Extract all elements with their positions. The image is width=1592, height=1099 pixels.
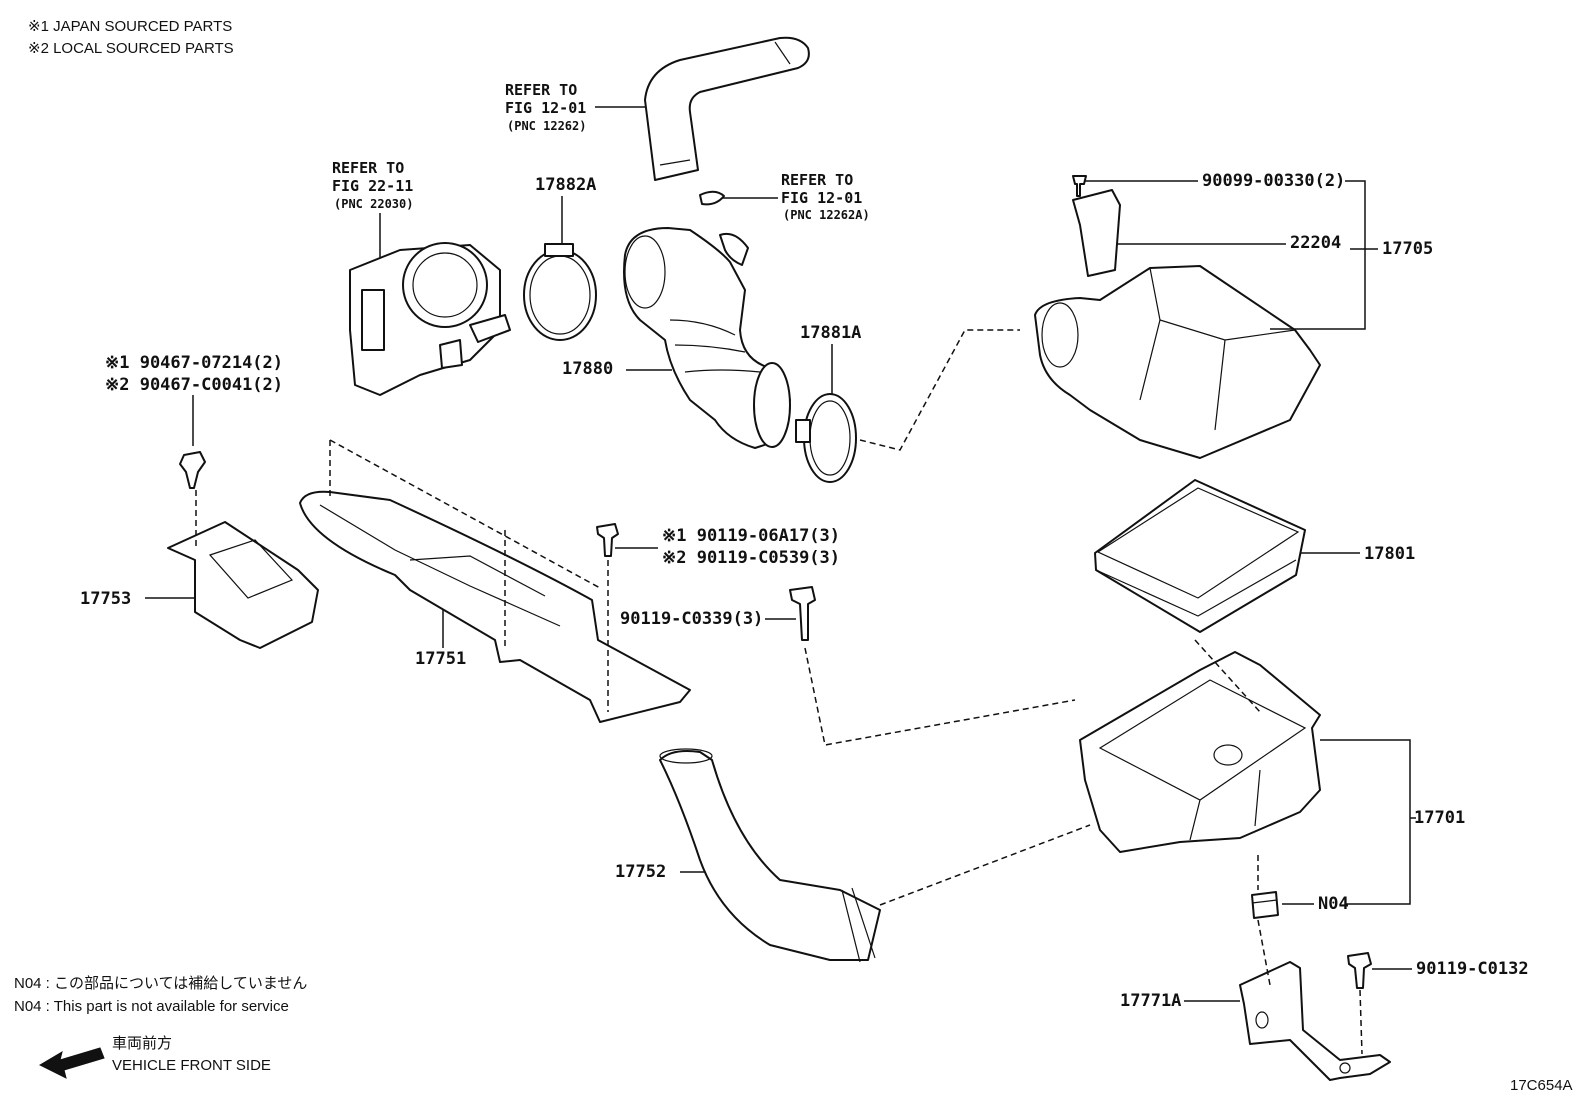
air-cleaner-case-drawing [1079,651,1321,853]
part-label-17880: 17880 [562,359,613,379]
part-label-17881A: 17881A [800,323,861,343]
part-label-17705: 17705 [1382,239,1433,259]
part-17880[interactable]: 17880 [562,227,791,449]
note-local-sourced: ※2 LOCAL SOURCED PARTS [28,40,234,57]
svg-text:FIG 12-01: FIG 12-01 [781,189,862,207]
svg-text:REFER TO: REFER TO [332,159,404,177]
part-17801[interactable]: 17801 [1094,479,1415,633]
part-N04[interactable]: N04 [1251,891,1349,919]
part-label-17753: 17753 [80,589,131,609]
part-label-17701: 17701 [1414,808,1465,828]
svg-text:FIG 22-11: FIG 22-11 [332,177,413,195]
part-label-N04: N04 [1318,894,1349,914]
part-90099-00330[interactable]: 90099-00330(2) [1072,171,1345,197]
part-22204[interactable]: 22204 [1072,189,1341,277]
part-17701[interactable]: 17701 [1320,739,1465,905]
svg-text:(PNC 12262): (PNC 12262) [507,119,586,133]
throttle-body-drawing [349,242,511,396]
air-cleaner-cap-drawing [1034,265,1321,459]
reference-fig-12-01-pnc-12262[interactable]: REFER TO FIG 12-01 (PNC 12262) [505,81,655,133]
part-90119-06A17[interactable]: ※1 90119-06A17(3) ※2 90119-C0539(3) [596,523,840,568]
part-label-17801: 17801 [1364,544,1415,564]
svg-text:(PNC 22030): (PNC 22030) [334,197,413,211]
part-label-22204: 22204 [1290,233,1341,253]
front-arrow-icon [38,1047,105,1079]
part-label-90119-c0132: 90119-C0132 [1416,959,1529,979]
part-17771A[interactable]: 17771A [1120,961,1391,1081]
note-front-japanese: 車両前方 [112,1035,172,1052]
small-clip-drawing [699,190,725,206]
part-label-17752: 17752 [615,862,666,882]
part-90119-C0339[interactable]: 90119-C0339(3) [620,586,816,641]
breather-hose-drawing [644,36,810,181]
part-17705[interactable]: 17705 [1270,180,1433,330]
part-17881A[interactable]: 17881A [795,323,861,483]
part-17752[interactable]: 17752 [615,748,881,963]
part-label-17751: 17751 [415,649,466,669]
assembly-dashed-lines [195,329,1363,1055]
part-label-90119-c0539: ※2 90119-C0539(3) [662,548,840,568]
part-17882A[interactable]: 17882A [523,175,597,341]
part-label-17882A: 17882A [535,175,596,195]
figure-code: 17C654A [1510,1077,1573,1094]
vehicle-front-indicator: 車両前方 VEHICLE FRONT SIDE [38,1035,271,1079]
reference-fig-22-11-pnc-22030[interactable]: REFER TO FIG 22-11 (PNC 22030) [332,159,413,270]
part-17753[interactable]: 17753 [80,521,319,649]
part-label-90119-06a17: ※1 90119-06A17(3) [662,526,840,546]
part-label-90467-c0041: ※2 90467-C0041(2) [105,375,283,395]
part-90119-C0132[interactable]: 90119-C0132 [1347,952,1529,989]
svg-text:FIG 12-01: FIG 12-01 [505,99,586,117]
svg-text:REFER TO: REFER TO [781,171,853,189]
part-label-90099-00330: 90099-00330(2) [1202,171,1345,191]
svg-text:(PNC 12262A): (PNC 12262A) [783,208,870,222]
note-front-english: VEHICLE FRONT SIDE [112,1057,271,1074]
reference-fig-12-01-pnc-12262a[interactable]: REFER TO FIG 12-01 (PNC 12262A) [713,171,870,222]
svg-text:REFER TO: REFER TO [505,81,577,99]
part-90467[interactable]: ※1 90467-07214(2) ※2 90467-C0041(2) [105,353,283,489]
note-n04-english: N04 : This part is not available for ser… [14,998,289,1015]
note-n04-japanese: N04 : この部品については補給していません [14,975,307,992]
part-label-17771A: 17771A [1120,991,1181,1011]
part-17751[interactable]: 17751 [299,490,691,723]
note-japan-sourced: ※1 JAPAN SOURCED PARTS [28,18,232,35]
part-label-90119-c0339: 90119-C0339(3) [620,609,763,629]
part-label-90467-07214: ※1 90467-07214(2) [105,353,283,373]
